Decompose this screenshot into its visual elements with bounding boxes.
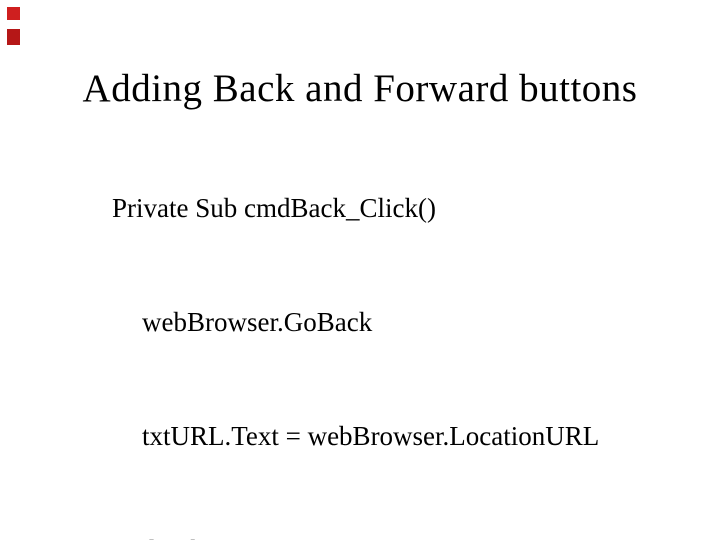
- code-line: End Sub: [58, 493, 700, 540]
- code-line: txtURL.Text = webBrowser.LocationURL: [58, 379, 700, 493]
- code-line: webBrowser.GoBack: [58, 265, 700, 379]
- code-line-text: webBrowser.GoBack: [142, 307, 373, 337]
- code-line-text: txtURL.Text = webBrowser.LocationURL: [142, 421, 600, 451]
- code-block: Private Sub cmdBack_Click() webBrowser.G…: [58, 151, 700, 540]
- red-square-marker-icon: [7, 7, 20, 20]
- code-line-text: End Sub: [112, 535, 204, 540]
- code-line-text: Private Sub cmdBack_Click(): [112, 193, 436, 223]
- red-square-marker-icon: [7, 29, 20, 45]
- code-line: Private Sub cmdBack_Click(): [58, 151, 700, 265]
- slide-title: Adding Back and Forward buttons: [82, 67, 638, 110]
